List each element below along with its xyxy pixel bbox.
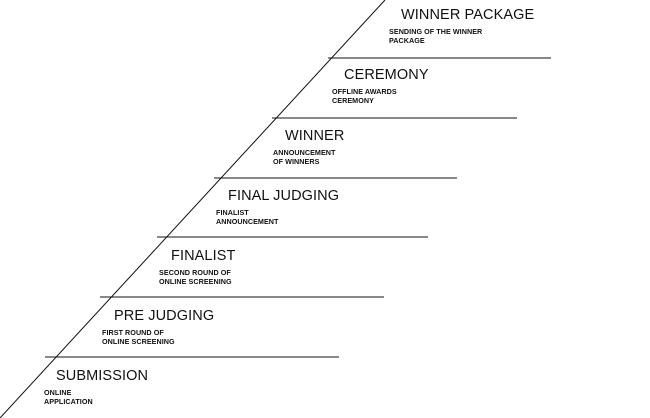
stage-description: SECOND ROUND OF ONLINE SCREENING <box>159 268 232 286</box>
stage-description: FINALIST ANNOUNCEMENT <box>216 208 279 226</box>
stage-submission: SUBMISSION ONLINE APPLICATION <box>44 368 149 406</box>
stage-winner-package: WINNER PACKAGE SENDING OF THE WINNER PAC… <box>389 7 535 45</box>
stage-title: FINAL JUDGING <box>228 188 340 204</box>
stage-title: SUBMISSION <box>56 368 149 384</box>
stage-title: PRE JUDGING <box>114 308 215 324</box>
stage-description: SENDING OF THE WINNER PACKAGE <box>389 27 483 45</box>
stage-title: WINNER PACKAGE <box>401 7 535 23</box>
stage-description: OFFLINE AWARDS CEREMONY <box>332 87 397 105</box>
stage-winner: WINNER ANNOUNCEMENT OF WINNERS <box>273 128 345 166</box>
stage-description: FIRST ROUND OF ONLINE SCREENING <box>102 328 175 346</box>
stage-description: ONLINE APPLICATION <box>44 388 93 406</box>
stage-description: ANNOUNCEMENT OF WINNERS <box>273 148 336 166</box>
stage-title: WINNER <box>285 128 345 144</box>
stage-pre-judging: PRE JUDGING FIRST ROUND OF ONLINE SCREEN… <box>102 308 215 346</box>
diagonal-line <box>0 0 386 418</box>
stage-title: FINALIST <box>171 248 236 264</box>
stage-title: CEREMONY <box>344 67 429 83</box>
stage-final-judging: FINAL JUDGING FINALIST ANNOUNCEMENT <box>216 188 340 226</box>
stage-ceremony: CEREMONY OFFLINE AWARDS CEREMONY <box>332 67 429 105</box>
stage-finalist: FINALIST SECOND ROUND OF ONLINE SCREENIN… <box>159 248 236 286</box>
